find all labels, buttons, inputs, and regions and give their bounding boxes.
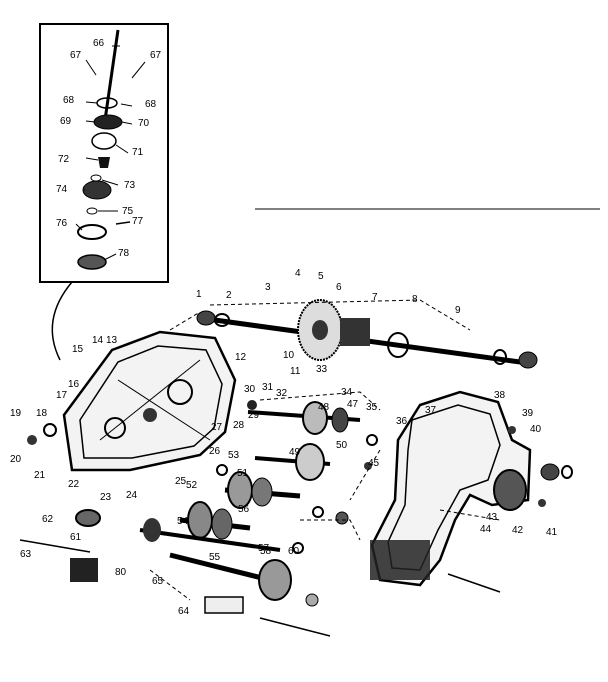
- callout-inset-68: 68: [145, 99, 157, 110]
- callout-62: 62: [42, 514, 54, 525]
- callout-23: 23: [100, 492, 112, 503]
- inset-detail-box: [39, 23, 169, 283]
- callout-56: 56: [238, 504, 250, 515]
- callout-30: 30: [244, 384, 256, 395]
- callout-22: 22: [68, 479, 80, 490]
- callout-28: 28: [233, 420, 245, 431]
- callout-37: 37: [425, 405, 437, 416]
- callout-8: 8: [412, 294, 418, 305]
- callout-47: 47: [347, 399, 359, 410]
- callout-25: 25: [175, 476, 187, 487]
- callout-inset-72: 72: [58, 154, 70, 165]
- callout-20: 20: [10, 454, 22, 465]
- callout-80: 80: [115, 567, 127, 578]
- callout-18: 18: [36, 408, 48, 419]
- callout-inset-75: 75: [122, 206, 134, 217]
- callout-45: 45: [368, 458, 380, 469]
- callout-27: 27: [211, 422, 223, 433]
- callout-19: 19: [10, 408, 22, 419]
- callout-inset-76: 76: [56, 218, 68, 229]
- callout-inset-77: 77: [132, 216, 144, 227]
- callout-1: 1: [196, 289, 202, 300]
- callout-6: 6: [336, 282, 342, 293]
- callout-inset-69: 69: [60, 116, 72, 127]
- callout-inset-71: 71: [132, 147, 144, 158]
- callout-3: 3: [265, 282, 271, 293]
- callout-inset-78: 78: [118, 248, 130, 259]
- right-side-parts: [27, 423, 573, 507]
- callout-35: 35: [366, 402, 378, 413]
- guide-lines: [149, 299, 501, 601]
- callout-34: 34: [341, 387, 353, 398]
- callout-58: 58: [260, 546, 272, 557]
- callout-50: 50: [336, 440, 348, 451]
- callout-21: 21: [34, 470, 46, 481]
- callout-42: 42: [512, 525, 524, 536]
- callout-65: 65: [152, 576, 164, 587]
- callout-12: 12: [235, 352, 247, 363]
- callout-33: 33: [316, 364, 328, 375]
- callout-32: 32: [276, 388, 288, 399]
- callout-inset-73: 73: [124, 180, 136, 191]
- callout-43: 43: [486, 512, 498, 523]
- callout-54: 54: [177, 516, 189, 527]
- callout-52: 52: [186, 480, 198, 491]
- callout-64: 64: [178, 606, 190, 617]
- inset-connector-line: [51, 281, 73, 361]
- callout-44: 44: [480, 524, 492, 535]
- callout-5: 5: [318, 271, 324, 282]
- callout-10: 10: [283, 350, 295, 361]
- callout-49: 49: [289, 447, 301, 458]
- callout-4: 4: [295, 268, 301, 279]
- callout-39: 39: [522, 408, 534, 419]
- callout-61: 61: [70, 532, 82, 543]
- callout-26: 26: [209, 446, 221, 457]
- left-housing: [62, 330, 237, 472]
- callout-inset-70: 70: [138, 118, 150, 129]
- callout-16: 16: [68, 379, 80, 390]
- callout-57: 57: [258, 543, 270, 554]
- callout-11: 11: [290, 366, 301, 377]
- callout-53: 53: [228, 450, 240, 461]
- callout-14: 14: [92, 335, 104, 346]
- callout-60: 60: [288, 546, 300, 557]
- callout-51: 51: [237, 468, 249, 479]
- callout-36: 36: [396, 416, 408, 427]
- callout-7: 7: [372, 292, 378, 303]
- callout-63: 63: [20, 549, 32, 560]
- center-gear-stack: [19, 400, 501, 637]
- right-housing: [370, 390, 532, 587]
- callout-inset-67: 67: [70, 50, 82, 61]
- callout-24: 24: [126, 490, 138, 501]
- callout-13: 13: [106, 335, 118, 346]
- callout-41: 41: [546, 527, 558, 538]
- callout-15: 15: [72, 344, 84, 355]
- callout-inset-67: 67: [150, 50, 162, 61]
- callout-inset-74: 74: [56, 184, 68, 195]
- callout-40: 40: [530, 424, 542, 435]
- callout-inset-66: 66: [93, 38, 105, 49]
- callout-55: 55: [209, 552, 221, 563]
- callout-inset-68: 68: [63, 95, 75, 106]
- callout-31: 31: [262, 382, 274, 393]
- callout-2: 2: [226, 290, 232, 301]
- callout-9: 9: [455, 305, 461, 316]
- top-shaft-assembly: [196, 299, 538, 369]
- callout-29: 29: [248, 410, 260, 421]
- callout-48: 48: [318, 402, 330, 413]
- callout-38: 38: [494, 390, 506, 401]
- callout-17: 17: [56, 390, 68, 401]
